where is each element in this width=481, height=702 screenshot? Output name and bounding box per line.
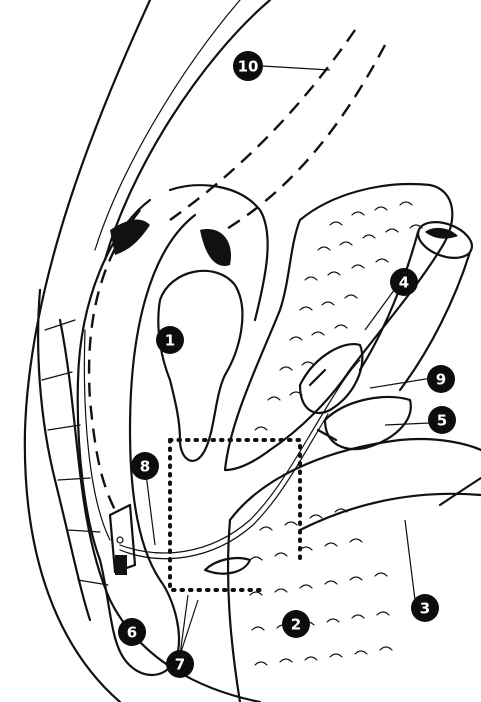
upper-tissue-region: [225, 184, 452, 470]
leader-lines: [145, 66, 432, 655]
lower-tissue-region: [228, 439, 481, 702]
curved-instrument: [78, 185, 268, 675]
callout-marker-2: 2: [282, 610, 310, 638]
callout-marker-8: 8: [131, 452, 159, 480]
callout-label: 4: [399, 274, 409, 292]
instrument-tip: [110, 505, 135, 575]
callout-marker-4: 4: [390, 268, 418, 296]
callout-label: 2: [291, 616, 301, 634]
callout-label: 6: [127, 624, 137, 642]
callout-marker-6: 6: [118, 618, 146, 646]
callout-marker-9: 9: [427, 365, 455, 393]
vessel-tube: [360, 215, 477, 390]
callout-label: 9: [436, 371, 446, 389]
callout-label: 3: [420, 600, 430, 618]
dashed-catheter-path: [89, 30, 385, 510]
callout-label: 5: [437, 412, 447, 430]
callout-marker-5: 5: [428, 406, 456, 434]
callout-label: 8: [140, 458, 150, 476]
callout-marker-1: 1: [156, 326, 184, 354]
callout-label: 1: [165, 332, 175, 350]
callout-marker-3: 3: [411, 594, 439, 622]
callout-label: 7: [175, 656, 185, 674]
callout-marker-7: 7: [166, 650, 194, 678]
callout-label: 10: [238, 58, 259, 76]
inner-lobe: [158, 271, 242, 461]
callout-marker-10: 10: [233, 51, 263, 81]
outer-organ-outline: [25, 0, 270, 702]
